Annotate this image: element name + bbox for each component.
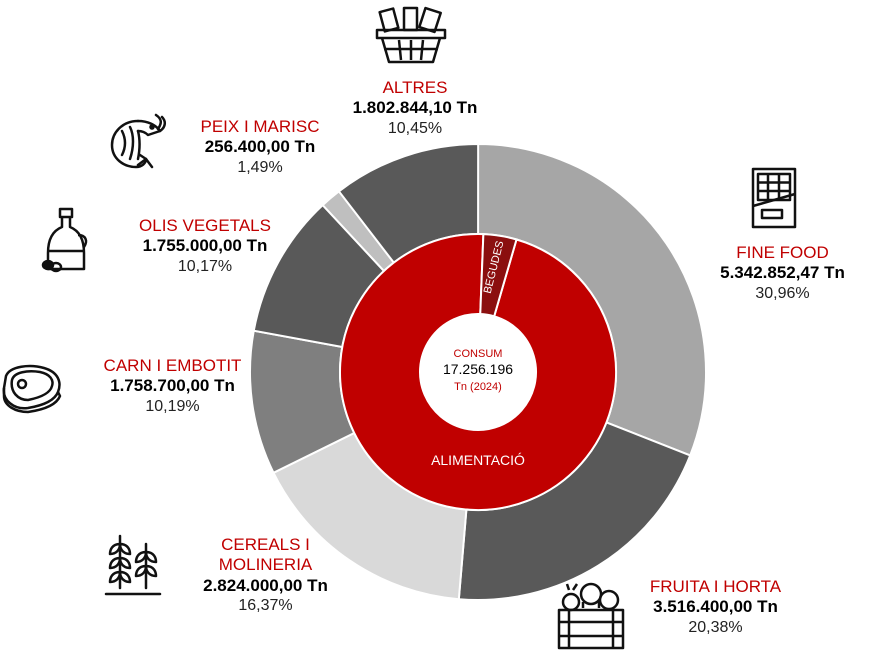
inner-label-alimentacio: ALIMENTACIÓ bbox=[431, 452, 525, 468]
label-altres: ALTRES 1.802.844,10 Tn 10,45% bbox=[335, 78, 495, 138]
label-name: CEREALS I bbox=[221, 535, 310, 554]
label-percent: 30,96% bbox=[755, 284, 810, 302]
center-line-2: 17.256.196 bbox=[443, 361, 513, 377]
label-percent: 10,17% bbox=[177, 257, 233, 275]
label-name: FINE FOOD bbox=[736, 243, 829, 262]
label-value: 2.824.000,00 Tn bbox=[203, 575, 328, 595]
center-line-3: Tn (2024) bbox=[454, 381, 502, 393]
center-hole bbox=[420, 314, 536, 430]
label-value: 1.755.000,00 Tn bbox=[142, 236, 268, 256]
label-name: OLIS VEGETALS bbox=[139, 216, 271, 235]
label-value: 1.758.700,00 Tn bbox=[110, 376, 235, 396]
label-percent: 20,38% bbox=[688, 618, 743, 636]
vegetable-crate-icon bbox=[555, 580, 627, 652]
label-percent: 10,45% bbox=[387, 119, 443, 137]
label-percent: 16,37% bbox=[238, 597, 293, 615]
oil-bottle-icon bbox=[40, 207, 92, 275]
label-name: MOLINERIA bbox=[218, 555, 313, 575]
label-name: CARN I EMBOTIT bbox=[103, 356, 242, 375]
label-cereals: CEREALS I MOLINERIA 2.824.000,00 Tn 16,3… bbox=[178, 535, 353, 615]
shrimp-icon bbox=[108, 113, 168, 173]
label-fine-food: FINE FOOD 5.342.852,47 Tn 30,96% bbox=[700, 243, 865, 303]
label-olis: OLIS VEGETALS 1.755.000,00 Tn 10,17% bbox=[105, 216, 305, 276]
label-value: 256.400,00 Tn bbox=[204, 137, 316, 157]
center-line-1: CONSUM bbox=[454, 348, 503, 360]
shopping-basket-icon bbox=[374, 4, 448, 66]
label-fruita: FRUITA I HORTA 3.516.400,00 Tn 20,38% bbox=[628, 577, 803, 637]
label-peix: PEIX I MARISC 256.400,00 Tn 1,49% bbox=[180, 117, 340, 177]
label-name: ALTRES bbox=[382, 78, 448, 97]
label-value: 5.342.852,47 Tn bbox=[720, 263, 845, 283]
steak-icon bbox=[0, 362, 64, 414]
chocolate-bar-icon bbox=[750, 166, 798, 230]
label-name: PEIX I MARISC bbox=[200, 117, 320, 136]
label-percent: 1,49% bbox=[237, 158, 283, 176]
wheat-icon bbox=[100, 530, 166, 598]
label-percent: 10,19% bbox=[145, 397, 200, 415]
label-value: 1.802.844,10 Tn bbox=[352, 98, 478, 118]
label-carn: CARN I EMBOTIT 1.758.700,00 Tn 10,19% bbox=[75, 356, 270, 416]
label-name: FRUITA I HORTA bbox=[649, 577, 782, 596]
label-value: 3.516.400,00 Tn bbox=[653, 597, 778, 617]
